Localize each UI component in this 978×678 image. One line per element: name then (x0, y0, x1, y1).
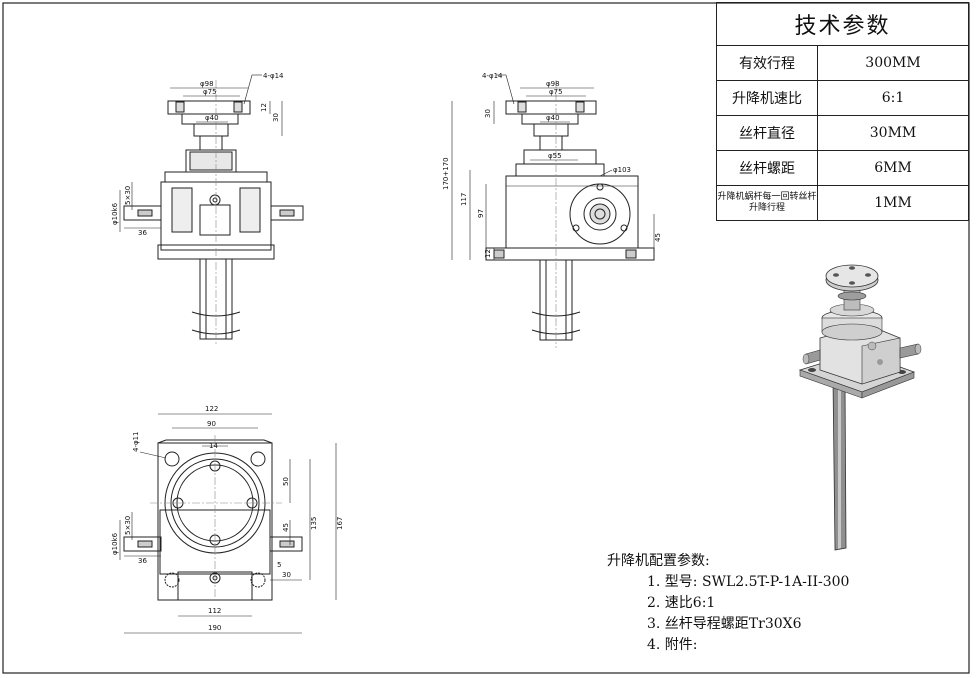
spec-label: 升降机蜗杆每一回转丝杆升降行程 (716, 185, 818, 221)
side-dim-flange-od: φ98 (546, 80, 560, 88)
top-dim-depth-a: 50 (282, 477, 290, 486)
table-row: 丝杆直径 30MM (716, 115, 969, 151)
side-dim-bolt-circle: φ75 (549, 88, 563, 96)
list-item: 1. 型号: SWL2.5T-P-1A-II-300 (647, 574, 850, 590)
top-dim-base-inner: 112 (208, 607, 221, 615)
list-item: 4. 附件: (647, 637, 698, 653)
config-list: 1. 型号: SWL2.5T-P-1A-II-300 2. 速比6:1 3. 丝… (607, 572, 967, 656)
top-view-labels: 122 90 4-φ11 14 50 135 167 45 φ10k6 5×30… (111, 405, 344, 632)
side-dim-neck: φ40 (546, 114, 560, 122)
spec-table: 技术参数 有效行程 300MM 升降机速比 6:1 丝杆直径 30MM 丝杆螺距… (716, 2, 969, 221)
spec-label: 丝杆直径 (716, 115, 818, 151)
top-dim-hole-spacing: 90 (207, 420, 216, 428)
top-dim-axis-off: 45 (282, 523, 290, 532)
front-dim-flange-od: φ98 (200, 80, 214, 88)
side-dim-total-h: 170+170 (442, 157, 450, 190)
side-dim-wheel: φ103 (613, 166, 631, 174)
front-dim-key: 5×30 (124, 186, 132, 205)
side-dim-axis-h: 45 (654, 233, 662, 242)
spec-label: 升降机速比 (716, 80, 818, 116)
top-dim-shaft-len: 36 (138, 557, 147, 565)
top-dim-holes: 4-φ11 (132, 431, 140, 452)
front-view-labels: φ98 φ75 4-φ14 12 30 φ40 φ10k6 5×30 36 (111, 72, 284, 237)
table-row: 有效行程 300MM (716, 45, 969, 81)
side-view (451, 74, 655, 348)
spec-table-title-row: 技术参数 (716, 2, 969, 46)
front-dim-neck: φ40 (205, 114, 219, 122)
top-dim-base-overall: 190 (208, 624, 221, 632)
side-dim-holes: 4-φ14 (482, 72, 503, 80)
list-item: 3. 丝杆导程螺距Tr30X6 (647, 616, 802, 632)
spec-value: 300MM (817, 45, 969, 81)
top-dim-depth-b: 135 (310, 517, 318, 530)
isometric-render (798, 264, 922, 551)
side-dim-body: φ55 (548, 152, 562, 160)
table-row: 升降机速比 6:1 (716, 80, 969, 116)
spec-value: 1MM (817, 185, 969, 221)
front-dim-flange-thk: 12 (260, 103, 268, 112)
spec-table-title: 技术参数 (716, 2, 969, 46)
top-dim-shaft: φ10k6 (111, 532, 119, 555)
side-dim-body-h: 117 (460, 193, 468, 206)
table-row: 丝杆螺距 6MM (716, 150, 969, 186)
list-item: 2. 速比6:1 (647, 595, 716, 611)
spec-value: 6MM (817, 150, 969, 186)
top-view (119, 413, 337, 634)
table-row: 升降机蜗杆每一回转丝杆升降行程 1MM (716, 185, 969, 221)
front-dim-shaft-len: 36 (138, 229, 147, 237)
top-dim-depth-c: 167 (336, 517, 344, 530)
config-notes: 升降机配置参数: 1. 型号: SWL2.5T-P-1A-II-300 2. 速… (607, 551, 967, 656)
spec-label: 丝杆螺距 (716, 150, 818, 186)
top-dim-key: 5×30 (124, 516, 132, 535)
front-dim-flange-h: 30 (272, 113, 280, 122)
top-dim-width: 122 (205, 405, 218, 413)
spec-value: 30MM (817, 115, 969, 151)
spec-value: 6:1 (817, 80, 969, 116)
side-dim-flange-h: 30 (484, 109, 492, 118)
side-dim-base-thk: 12 (484, 249, 492, 258)
top-dim-h5: 5 (277, 561, 281, 569)
side-view-labels: 4-φ14 φ98 φ75 φ40 φ55 φ103 30 170+170 11… (442, 72, 662, 258)
side-dim-center-h: 97 (477, 209, 485, 218)
spec-label: 有效行程 (716, 45, 818, 81)
config-title: 升降机配置参数: (607, 553, 710, 569)
top-dim-small: 14 (209, 442, 218, 450)
front-dim-shaft: φ10k6 (111, 202, 119, 225)
top-dim-h30: 30 (282, 571, 291, 579)
front-dim-bolt-circle: φ75 (203, 88, 217, 96)
front-dim-holes: 4-φ14 (263, 72, 284, 80)
front-view (119, 74, 304, 345)
